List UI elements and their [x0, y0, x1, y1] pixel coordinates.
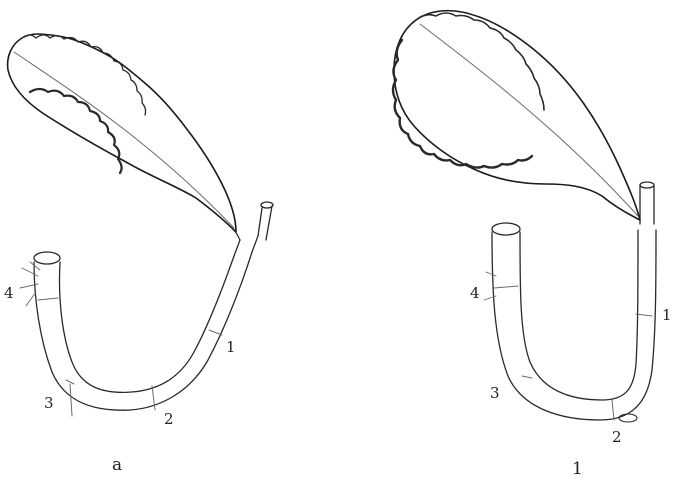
figure-1-node-label-2: 2 — [612, 428, 622, 446]
figure-1-node-label-1: 1 — [662, 306, 672, 324]
figure-a-node-label-2: 2 — [164, 410, 174, 428]
figure-a-caption: a — [112, 455, 122, 475]
figure-1-caption: 1 — [572, 459, 583, 479]
figure-a-stem — [20, 202, 273, 416]
figure-1-node-label-4: 4 — [470, 284, 480, 302]
figure-a-leaf — [8, 34, 236, 232]
figure-1-leaf — [393, 11, 640, 220]
figure-1-node-label-3: 3 — [490, 384, 500, 402]
figure-a-node-label-3: 3 — [44, 394, 54, 412]
figure-a: 1 2 3 4 a — [4, 34, 273, 475]
figure-1-stem — [484, 182, 656, 422]
figure-a-node-label-4: 4 — [4, 284, 14, 302]
figure-1: 1 2 3 4 1 — [393, 11, 672, 479]
figure-a-node-label-1: 1 — [226, 338, 236, 356]
